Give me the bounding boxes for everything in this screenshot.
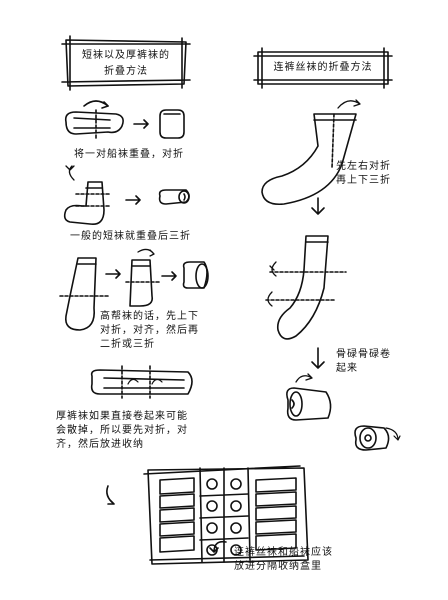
left-title-line1: 短袜以及厚裤袜的 (82, 50, 170, 61)
arrow-1 (133, 119, 149, 129)
arrow-2 (125, 195, 141, 205)
left-title: 短袜以及厚裤袜的 折叠方法 (72, 48, 180, 80)
right-title-frame (253, 47, 393, 89)
caption-storage-box-line1: 连裤丝袜和船袜应该 (234, 547, 333, 558)
caption-storage-box: 连裤丝袜和船袜应该 放进分隔收纳盒里 (234, 546, 333, 574)
pantyhose-flat (261, 99, 361, 206)
caption-storage-box-line2: 放进分隔收纳盒里 (234, 561, 322, 572)
pantyhose-rolled (354, 425, 401, 451)
caption-high-socks-line1: 高帮袜的话，先上下 (100, 311, 199, 322)
arrow-right-1 (311, 197, 325, 215)
boat-sock-flat (64, 100, 124, 139)
boat-sock-folded (159, 109, 185, 139)
high-sock-rolled (182, 261, 209, 289)
arrow-3a (105, 269, 121, 279)
high-sock-half-folded (125, 248, 161, 307)
pantyhose-half (265, 235, 347, 340)
caption-pantyhose-fold-line2: 再上下三折 (336, 175, 391, 186)
high-sock-unfolded (59, 257, 111, 331)
pointer-to-caption (209, 540, 227, 553)
caption-pantyhose-fold-line1: 先左右对折 (336, 161, 391, 172)
arrow-to-box (106, 485, 115, 505)
caption-pantyhose-roll-line2: 起来 (336, 363, 358, 374)
caption-thick-tights-line2: 会散掉，所以要先对折，对 (56, 425, 188, 436)
caption-pantyhose-fold: 先左右对折 再上下三折 (336, 160, 391, 188)
right-title: 连裤丝袜的折叠方法 (273, 62, 373, 73)
caption-thick-tights: 厚裤袜如果直接卷起来可能 会散掉，所以要先对折，对 齐，然后放进收纳 (56, 410, 188, 452)
short-sock-unfolded (63, 165, 111, 226)
pantyhose-rolling (286, 373, 332, 421)
drawer-organizer (143, 465, 309, 565)
left-title-line2: 折叠方法 (104, 66, 148, 77)
arrow-3b (161, 271, 177, 281)
caption-high-socks: 高帮袜的话，先上下 对折，对齐，然后再 二折或三折 (100, 310, 199, 352)
left-title-frame (61, 35, 191, 91)
thick-tights-flat (90, 365, 193, 399)
caption-high-socks-line2: 对折，对齐，然后再 (100, 325, 199, 336)
caption-thick-tights-line1: 厚裤袜如果直接卷起来可能 (56, 411, 188, 422)
caption-boat-socks: 将一对船袜重叠，对折 (74, 149, 184, 160)
caption-short-socks: 一般的短袜就重叠后三折 (70, 231, 191, 242)
caption-thick-tights-line3: 齐，然后放进收纳 (56, 439, 144, 450)
caption-pantyhose-roll-line1: 骨碌骨碌卷 (336, 349, 391, 360)
arrow-right-2 (311, 347, 325, 369)
caption-high-socks-line3: 二折或三折 (100, 339, 155, 350)
short-sock-rolled (158, 189, 190, 205)
caption-pantyhose-roll: 骨碌骨碌卷 起来 (336, 348, 391, 376)
